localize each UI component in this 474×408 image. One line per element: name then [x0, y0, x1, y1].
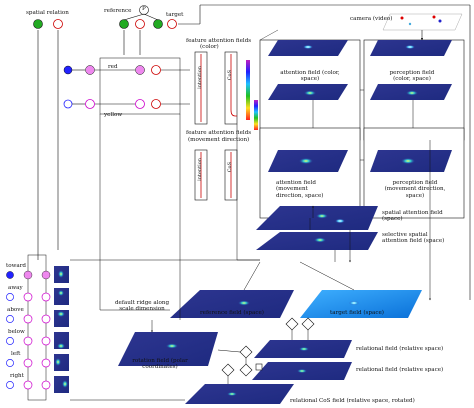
relational-fields-block [185, 340, 352, 404]
spatial-attention-plane [256, 206, 378, 230]
relation-above-row [6, 310, 69, 327]
color-scale-bar-2 [254, 100, 258, 130]
relation-below-row [6, 332, 69, 349]
gate-symbol-label: P [142, 6, 146, 12]
diamond-5 [239, 363, 253, 377]
feature-color-subtitle: (color) [200, 44, 219, 50]
diamond-2 [301, 317, 315, 331]
reference-node [119, 19, 129, 29]
target-label: target [166, 12, 184, 18]
red-label: red [108, 64, 118, 70]
perception-field-color-label: perception field (color, space) [389, 70, 435, 83]
attention-field-color-block [259, 29, 361, 141]
gate-node [139, 5, 149, 15]
relation-right-row [6, 376, 69, 393]
yellow-node-2 [151, 99, 161, 109]
relation-toward-label: toward [6, 263, 26, 269]
feature-color-block [63, 51, 258, 130]
perception-field-color-block [363, 39, 465, 141]
reference-label: reference [104, 8, 132, 14]
relation-toward-row [6, 266, 69, 283]
target-field-plane [300, 290, 422, 318]
rotation-field-label: rotation field (polar coordinates) [132, 358, 188, 371]
yellow-label: yellow [104, 112, 123, 118]
diamond-1 [285, 317, 299, 331]
spatial-attention-label: spatial attention field (space) [382, 210, 443, 223]
spatial-relation-node [33, 19, 43, 29]
color-cos-label: CoS [227, 70, 233, 81]
spatial-relation-cos-node [53, 19, 63, 29]
camera-label: camera (video) [350, 16, 393, 22]
camera-image [382, 13, 463, 31]
rotation-field-plane [118, 332, 218, 366]
movement-intention-label: intention [197, 158, 203, 181]
attention-field-movement-label: attention field (movement direction, spa… [276, 180, 324, 199]
feature-movement-subtitle: (movement direction) [188, 137, 250, 143]
relational-field-1-label: relational field (relative space) [356, 346, 444, 352]
feature-color-title: feature attention fields [186, 38, 252, 44]
red-input-node [85, 65, 95, 75]
connection-wires [70, 89, 431, 401]
spatial-attention-block [256, 206, 378, 262]
red-node-2 [151, 65, 161, 75]
perception-field-movement-block [363, 127, 465, 219]
color-intention-label: intention [197, 66, 203, 89]
movement-cos-label: CoS [227, 162, 233, 173]
relational-cos-label: relational CoS field (relative space, ro… [290, 398, 415, 404]
square-node [255, 363, 263, 371]
color-scale-bar [246, 60, 250, 120]
target-field-label: target field (space) [330, 310, 384, 316]
top-nodes [33, 4, 471, 300]
relation-left-label: left [11, 351, 21, 357]
default-ridge-label: default ridge along scale dimension [114, 300, 170, 313]
reference-field-label: reference field (space) [200, 310, 264, 316]
relation-right-label: right [10, 373, 24, 379]
relation-terms [6, 254, 69, 401]
reference-target-block [170, 261, 422, 318]
relation-away-label: away [8, 285, 23, 291]
camera-block [382, 13, 463, 41]
perception-field-movement-label: perception field (movement direction, sp… [384, 180, 446, 199]
yellow-cos-node [135, 99, 145, 109]
relation-below-label: below [8, 329, 25, 335]
rotation-field-block [118, 320, 218, 366]
color-connection-box [99, 57, 181, 115]
diamond-3 [239, 345, 253, 359]
selective-spatial-label: selective spatial attention field (space… [382, 232, 445, 245]
red-cos-node [135, 65, 145, 75]
red-input-blue-node [63, 65, 73, 75]
attention-field-color-label: attention field (color, space) [280, 70, 340, 83]
relational-cos-plane [185, 384, 294, 404]
relational-field-2-label: relational field (relative space) [356, 367, 444, 373]
relation-away-row [6, 288, 69, 305]
yellow-input-blue-node [63, 99, 73, 109]
reference-field-plane [170, 290, 294, 318]
diamond-4 [221, 363, 235, 377]
spatial-relation-label: spatial relation [26, 10, 69, 16]
attention-field-movement-block [259, 127, 361, 219]
reference-cos-node [135, 19, 145, 29]
relation-left-row [6, 354, 69, 371]
feature-movement-title: feature attention fields [186, 130, 252, 136]
yellow-input-node [85, 99, 95, 109]
target-cos-node [167, 19, 177, 29]
target-node [153, 19, 163, 29]
relation-above-label: above [7, 307, 24, 313]
